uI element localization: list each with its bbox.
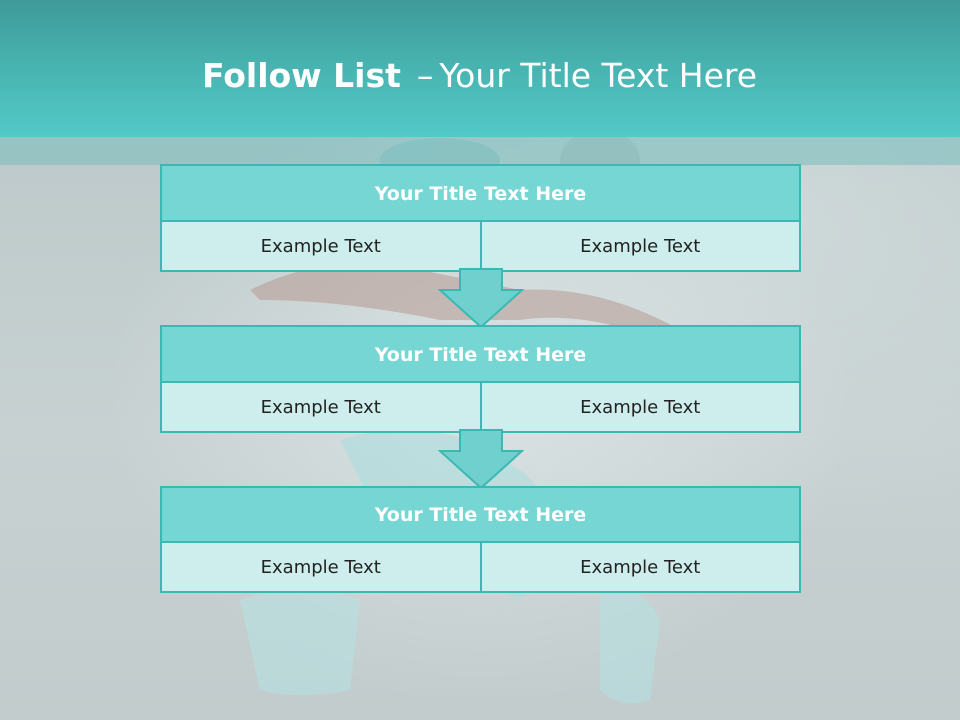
slide-title: Follow List–Your Title Text Here — [202, 54, 757, 98]
list-block-3: Your Title Text Here Example Text Exampl… — [160, 486, 801, 593]
header-band — [0, 0, 960, 137]
block-cell-right: Example Text — [479, 222, 799, 270]
down-arrow-icon — [438, 268, 524, 328]
block-title: Your Title Text Here — [162, 327, 799, 383]
slide-title-bold: Follow List — [202, 56, 401, 95]
block-cell-left: Example Text — [162, 383, 480, 431]
block-cell-left: Example Text — [162, 543, 480, 591]
block-title: Your Title Text Here — [162, 488, 799, 543]
block-title: Your Title Text Here — [162, 166, 799, 222]
block-row: Example Text Example Text — [162, 383, 799, 431]
block-cell-right: Example Text — [479, 383, 799, 431]
block-cell-right: Example Text — [479, 543, 799, 591]
list-block-1: Your Title Text Here Example Text Exampl… — [160, 164, 801, 272]
list-block-2: Your Title Text Here Example Text Exampl… — [160, 325, 801, 433]
slide-title-rest: Your Title Text Here — [439, 56, 758, 95]
block-row: Example Text Example Text — [162, 543, 799, 591]
slide-title-dash: – — [416, 56, 434, 95]
header-strip — [0, 137, 960, 165]
down-arrow-icon — [438, 429, 524, 489]
block-row: Example Text Example Text — [162, 222, 799, 270]
block-cell-left: Example Text — [162, 222, 480, 270]
